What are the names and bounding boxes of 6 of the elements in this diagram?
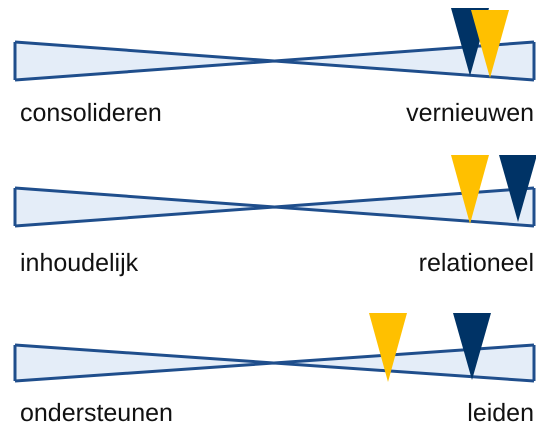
scale-end-label: ondersteunen: [20, 398, 173, 428]
scale-end-label: inhoudelijk: [20, 248, 138, 278]
scale-end-label: vernieuwen: [406, 98, 534, 128]
scale-end-label: leiden: [467, 398, 534, 428]
scale-end-label: relationeel: [418, 248, 534, 278]
scale-end-label: consolideren: [20, 98, 162, 128]
